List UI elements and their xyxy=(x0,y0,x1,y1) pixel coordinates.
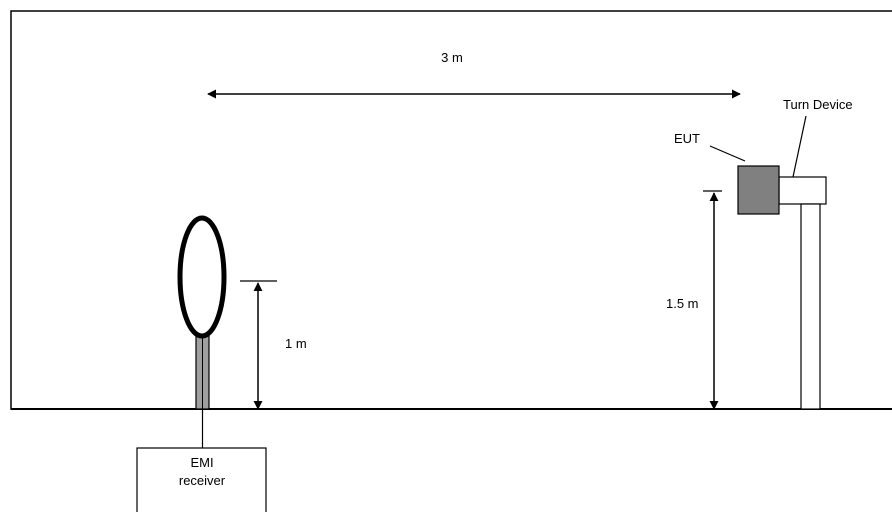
loop-antenna xyxy=(177,215,227,339)
receiver-label-line1: EMI xyxy=(190,455,213,470)
eut-label: EUT xyxy=(674,131,700,146)
turntable-leg xyxy=(800,203,821,410)
turn-device xyxy=(778,176,827,205)
eut-leader xyxy=(709,145,746,162)
emi-receiver-box xyxy=(136,447,267,512)
distance-label: 3 m xyxy=(441,50,463,65)
receiver-label-line2: receiver xyxy=(179,473,226,488)
turn-device-leader xyxy=(792,115,807,178)
eut-box xyxy=(737,165,780,215)
eut-height-label: 1.5 m xyxy=(666,296,699,311)
turn-device-label: Turn Device xyxy=(783,97,853,112)
antenna-height-label: 1 m xyxy=(285,336,307,351)
